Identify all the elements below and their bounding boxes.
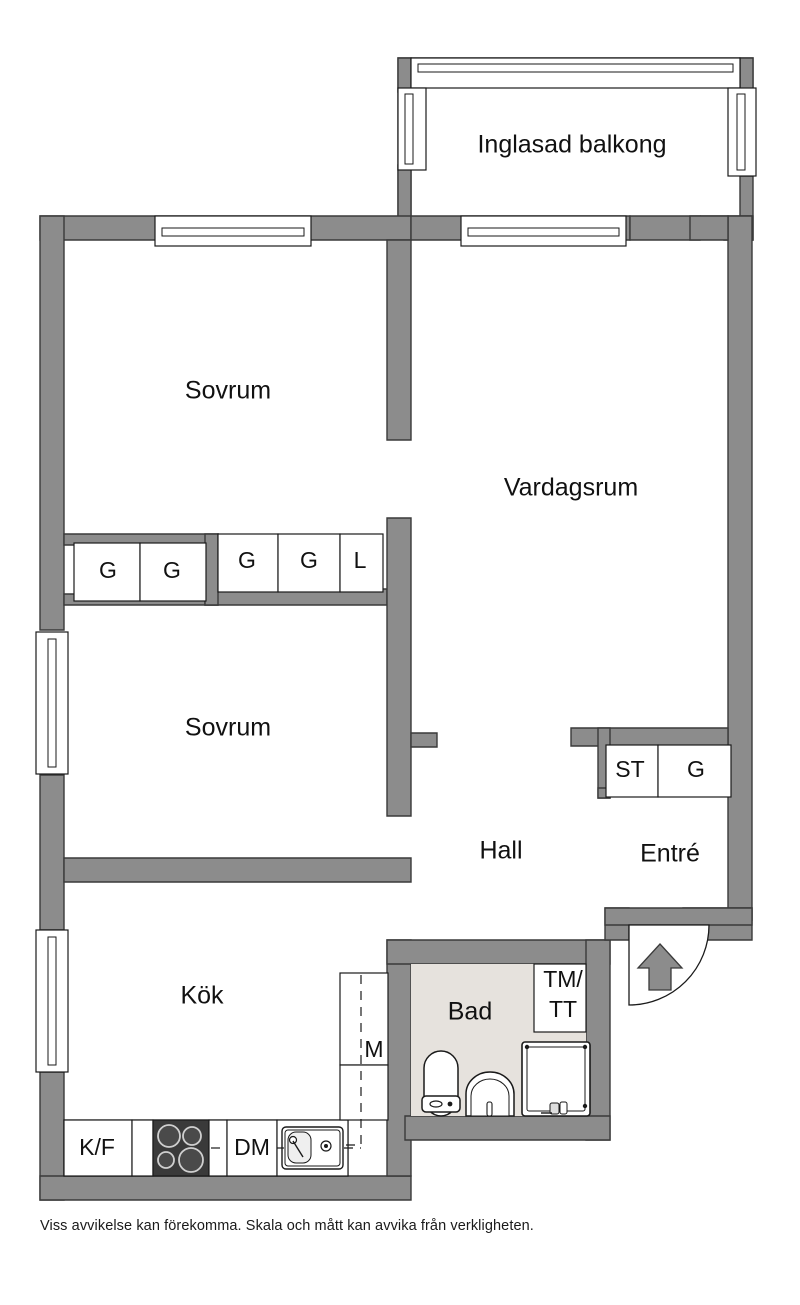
wall-left-outer-a (39, 215, 65, 631)
unit-dishwasher[interactable] (226, 1119, 278, 1177)
unit-cabinet-1[interactable] (131, 1119, 154, 1177)
wall-sovrum2-bottom (63, 857, 412, 883)
closet-box-l-1[interactable] (339, 533, 384, 593)
bathroom-fixtures: TM/ TT (421, 963, 591, 1117)
appliance-label-fridge-freezer: K/F (79, 1134, 115, 1160)
room-label-balkong: Inglasad balkong (477, 131, 666, 159)
closet-box-g-3[interactable] (217, 533, 279, 593)
hob-burner-3 (157, 1151, 175, 1169)
closet-box-g-2[interactable] (139, 542, 207, 602)
appliance-label-dryer: TT (549, 996, 577, 1022)
window-vardagsrum (460, 215, 627, 247)
wash-basin-icon (465, 1071, 515, 1117)
closet-label-st-1: ST (615, 756, 644, 782)
room-label-bad: Bad (448, 998, 492, 1026)
wall-st-closet-top (570, 727, 729, 747)
room-label-kok: Kök (180, 982, 224, 1010)
wall-sovrum2-stub (410, 732, 438, 748)
wall-bath-bottom (404, 1115, 611, 1141)
window-kok (35, 929, 69, 1073)
closet-label-g-2: G (163, 557, 181, 583)
entrance-arrow-icon (636, 943, 684, 991)
hob-burner-2 (182, 1126, 202, 1146)
closet-labels: G G G G L ST G (99, 547, 705, 782)
hob-burner-1 (157, 1124, 181, 1148)
wall-right-notch (689, 215, 729, 241)
closet-box-g-5[interactable] (657, 744, 732, 798)
wall-entre-bottom-strip (604, 907, 753, 926)
wall-left-outer-b (39, 774, 65, 931)
wall-closet-vertical-divider (204, 533, 219, 606)
closet-label-g-5: G (687, 756, 705, 782)
windows (35, 57, 757, 1073)
hob-burner-4 (178, 1147, 204, 1173)
window-balcony-top (410, 57, 741, 89)
window-balcony-left (397, 87, 427, 171)
room-labels: Inglasad balkong Sovrum Vardagsrum Sovru… (180, 131, 699, 1026)
appliance-label-washer: TM/ (543, 966, 583, 992)
room-label-entre: Entré (640, 840, 700, 868)
closet-label-g-1: G (99, 557, 117, 583)
wall-bottom-outer (39, 1175, 412, 1201)
unit-fridge-freezer[interactable] (63, 1119, 133, 1177)
wall-balcony-right (739, 57, 754, 93)
closet-label-g-3: G (238, 547, 256, 573)
closets (73, 533, 732, 798)
kitchen-dashed-guides (211, 975, 362, 1149)
closet-label-l-1: L (354, 547, 367, 573)
appliance-labels: K/F DM M (79, 1036, 383, 1160)
wall-sovrum1-right (386, 239, 412, 441)
unit-microwave[interactable] (339, 972, 389, 1066)
walls (39, 57, 754, 1201)
room-label-hall: Hall (479, 837, 522, 865)
window-sovrum-1 (154, 215, 312, 247)
closet-box-st-1[interactable] (605, 744, 659, 798)
closet-box-g-1[interactable] (73, 542, 141, 602)
entrance-door[interactable] (628, 924, 710, 1006)
room-label-sovrum-2: Sovrum (185, 714, 271, 742)
closet-label-g-4: G (300, 547, 318, 573)
room-label-sovrum-1: Sovrum (185, 377, 271, 405)
wall-sovrum2-right (386, 517, 412, 817)
wall-right-outer (727, 215, 753, 921)
unit-washer-dryer[interactable] (533, 963, 587, 1033)
unit-below-microwave[interactable] (339, 1064, 389, 1121)
kitchen-units (63, 972, 389, 1177)
closet-box-g-4[interactable] (277, 533, 341, 593)
appliance-label-microwave: M (364, 1036, 383, 1062)
window-balcony-right (727, 87, 757, 177)
toilet-icon (421, 1050, 461, 1117)
shower-cabin-icon (521, 1041, 591, 1117)
window-sovrum-2 (35, 631, 69, 775)
appliance-label-dishwasher: DM (234, 1134, 270, 1160)
disclaimer-text: Viss avvikelse kan förekomma. Skala och … (40, 1218, 534, 1234)
wall-kok-bath-top (386, 939, 611, 965)
kitchen-sink-icon (281, 1126, 344, 1170)
room-label-vardagsrum: Vardagsrum (504, 474, 638, 502)
